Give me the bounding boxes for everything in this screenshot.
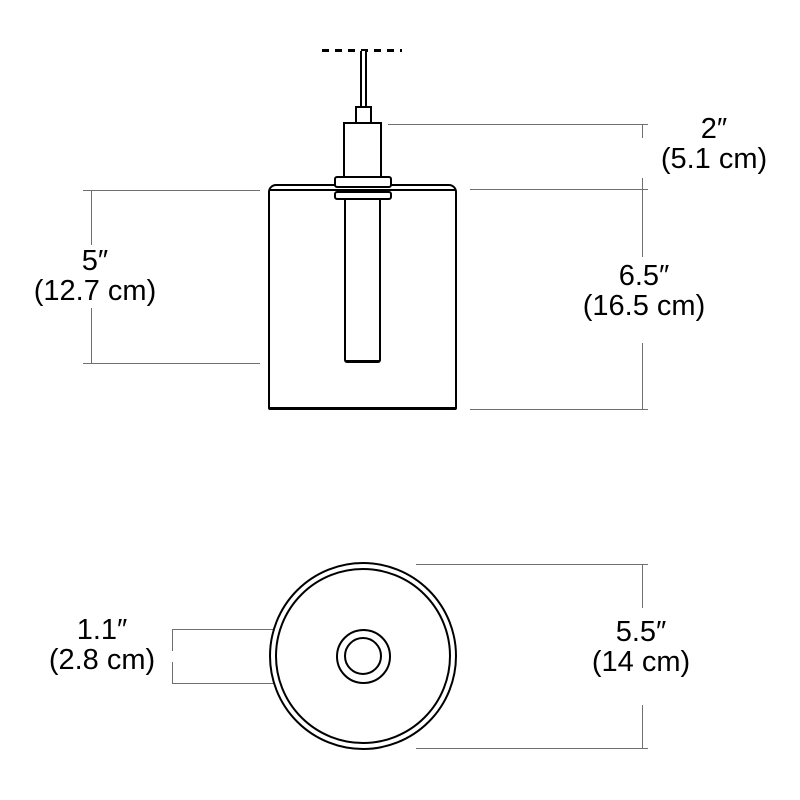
- dim-extension-line-tube-top: [172, 629, 343, 630]
- dim-line-shade-diameter-upper: [642, 564, 643, 608]
- shade-collar-lower: [334, 191, 392, 200]
- suspension-cord: [360, 51, 367, 109]
- dim-extension-line-circle-top: [416, 564, 648, 565]
- dim-label-overall-height: 6.5″ (16.5 cm): [583, 261, 705, 321]
- dim-label-shade-diameter-metric: (14 cm): [591, 646, 691, 678]
- dim-line-tube-diameter-upper: [172, 629, 173, 651]
- dim-line-shade-diameter-lower: [642, 705, 643, 748]
- dim-line-overall-height-seg1: [642, 124, 643, 138]
- dim-extension-line-glass-bottom: [83, 363, 260, 364]
- dim-line-glass-height-lower: [91, 308, 92, 363]
- dim-extension-line-circle-bottom: [416, 748, 648, 749]
- dim-line-overall-height-seg3: [642, 343, 643, 409]
- inner-tube: [344, 197, 381, 363]
- dim-label-overall-height-inches: 6.5″: [618, 260, 670, 292]
- dim-extension-line-tube-bottom: [172, 683, 343, 684]
- glass-shade-rim-line: [270, 189, 455, 191]
- tube-inner-circle: [344, 637, 382, 675]
- shade-collar-upper: [334, 176, 392, 188]
- ceiling-mount-dashed-line: [322, 49, 402, 52]
- dim-label-glass-height: 5″ (12.7 cm): [34, 246, 156, 306]
- dim-label-tube-diameter: 1.1″ (2.8 cm): [49, 615, 155, 675]
- dim-extension-line-glass-top: [83, 190, 260, 191]
- dim-label-overall-height-metric: (16.5 cm): [582, 290, 706, 322]
- dim-line-tube-diameter-lower: [172, 662, 173, 684]
- dim-extension-line-shade-top: [470, 189, 648, 190]
- dim-extension-line-shade-bottom: [470, 409, 648, 410]
- dim-label-glass-height-inches: 5″: [81, 245, 109, 277]
- dim-label-top-assembly-inches: 2″: [700, 113, 728, 145]
- socket-stem: [343, 122, 382, 178]
- dim-label-shade-diameter-inches: 5.5″: [615, 616, 667, 648]
- dim-label-top-assembly-metric: (5.1 cm): [660, 143, 768, 175]
- dim-line-overall-height-seg2: [642, 178, 643, 257]
- dim-line-glass-height-upper: [91, 190, 92, 245]
- dim-label-glass-height-metric: (12.7 cm): [33, 275, 157, 307]
- dim-label-top-assembly-height: 2″ (5.1 cm): [661, 114, 767, 174]
- dim-label-tube-diameter-inches: 1.1″: [76, 614, 128, 646]
- dim-label-shade-diameter: 5.5″ (14 cm): [592, 617, 690, 677]
- dim-extension-line-stem-top: [388, 124, 648, 125]
- dim-label-tube-diameter-metric: (2.8 cm): [48, 644, 156, 676]
